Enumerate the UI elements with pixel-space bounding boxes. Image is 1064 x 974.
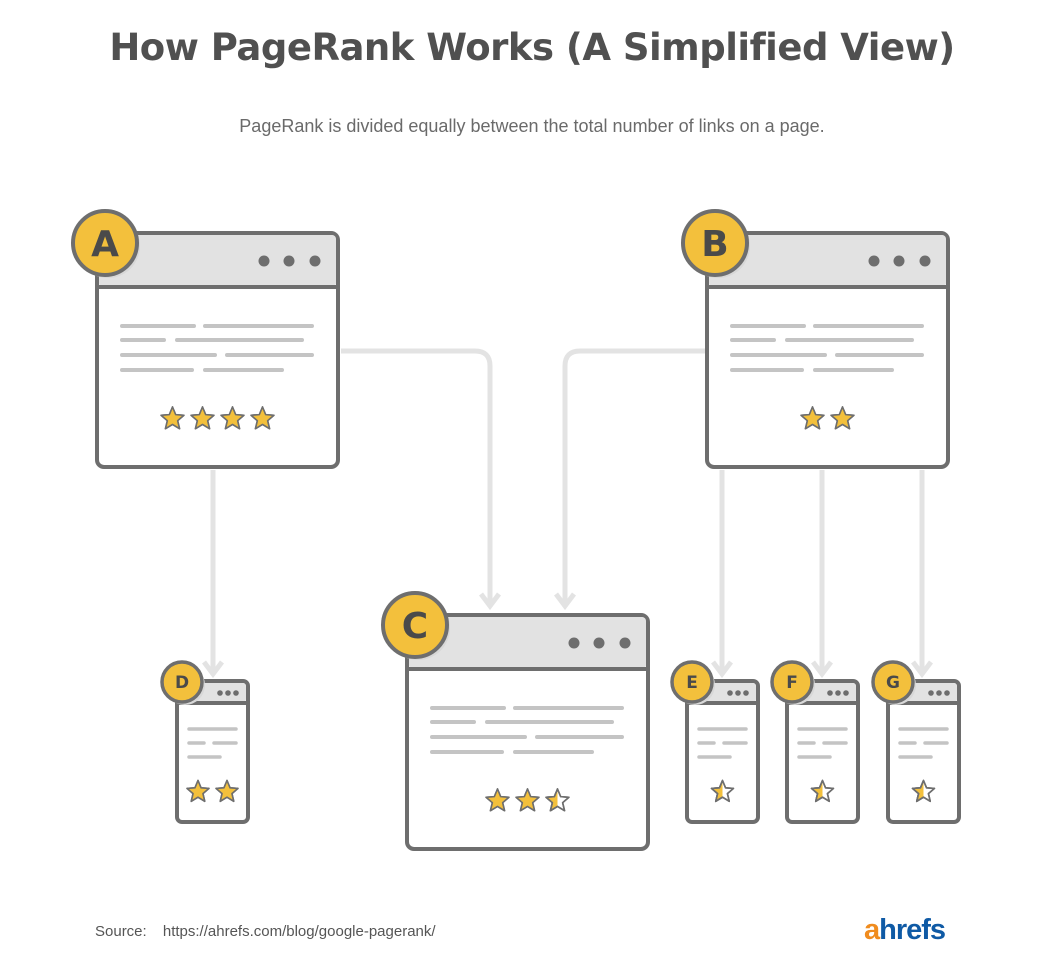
window-frame (705, 231, 950, 469)
page-badge (871, 660, 915, 704)
half-star-icon (710, 779, 735, 803)
window-dot-icon (893, 255, 905, 267)
arrowhead-icon (554, 592, 576, 611)
source-url[interactable]: https://ahrefs.com/blog/google-pagerank/ (162, 923, 436, 940)
star-fill (485, 788, 510, 812)
source-label: Source: (95, 923, 147, 940)
window-frame (405, 613, 650, 851)
window-dot-icon (727, 690, 733, 696)
window-dot-icon (619, 637, 631, 649)
page-badge (160, 660, 204, 704)
page-window-b: B (681, 209, 950, 469)
window-dot-icon (928, 690, 934, 696)
link-arrows (202, 348, 933, 679)
star-fill (160, 406, 185, 430)
page-window-g: G (871, 660, 961, 824)
star-fill (250, 406, 275, 430)
window-dot-icon (843, 690, 849, 696)
page-label: G (886, 673, 900, 693)
star-outline (545, 788, 570, 812)
half-star-icon (911, 779, 936, 803)
logo-a: a (864, 914, 880, 946)
arrow-a-to-c (341, 348, 493, 604)
window-dot-icon (835, 690, 841, 696)
arrowhead-icon (911, 660, 933, 679)
window-dot-icon (593, 637, 605, 649)
window-dot-icon (309, 255, 321, 267)
subtitle: PageRank is divided equally between the … (239, 116, 825, 136)
page-window-e: E (670, 660, 760, 824)
page-window-f: F (770, 660, 860, 824)
star-fill (186, 779, 210, 803)
page-window-a: A (71, 209, 340, 469)
page-label: E (686, 673, 698, 693)
window-dot-icon (919, 255, 931, 267)
window-dot-icon (568, 637, 580, 649)
star-fill (215, 779, 239, 803)
window-frame (685, 679, 760, 824)
page-badge (770, 660, 814, 704)
window-dot-icon (283, 255, 295, 267)
arrowhead-icon (202, 660, 224, 679)
star-icon (190, 406, 215, 430)
window-dot-icon (944, 690, 950, 696)
star-icon (800, 406, 825, 430)
star-icon (485, 788, 510, 812)
ahrefs-logo: ahrefs (864, 914, 946, 947)
page-badge (381, 591, 449, 659)
window-dot-icon (868, 255, 880, 267)
window-dot-icon (743, 690, 749, 696)
window-dot-icon (225, 690, 231, 696)
page-title: How PageRank Works (A Simplified View) (109, 26, 955, 69)
star-icon (215, 779, 239, 803)
window-dot-icon (827, 690, 833, 696)
window-dot-icon (258, 255, 270, 267)
page-windows: A B C D E F G (71, 209, 961, 851)
star-icon (515, 788, 540, 812)
half-star-icon (810, 779, 835, 803)
window-dot-icon (936, 690, 942, 696)
window-titlebar (99, 235, 336, 287)
window-dot-icon (735, 690, 741, 696)
page-label: C (402, 606, 428, 647)
logo-rest: hrefs (879, 914, 946, 946)
window-dot-icon (233, 690, 239, 696)
arrow-b-to-c (562, 348, 705, 604)
star-icon (250, 406, 275, 430)
page-badge (670, 660, 714, 704)
star-icon (160, 406, 185, 430)
source-credit: Source: https://ahrefs.com/blog/google-p… (95, 923, 436, 940)
star-fill (800, 406, 825, 430)
half-star-icon (545, 788, 570, 812)
window-frame (886, 679, 961, 824)
window-titlebar (409, 617, 646, 669)
star-fill (190, 406, 215, 430)
arrowhead-icon (811, 660, 833, 679)
window-frame (785, 679, 860, 824)
star-outline (911, 779, 936, 803)
star-icon (220, 406, 245, 430)
star-outline (710, 779, 735, 803)
page-badge (71, 209, 139, 277)
star-outline (810, 779, 835, 803)
star-fill (830, 406, 855, 430)
page-label: D (175, 673, 189, 693)
page-badge (681, 209, 749, 277)
page-window-c: C (381, 591, 650, 851)
page-label: F (786, 673, 798, 693)
window-titlebar (709, 235, 946, 287)
arrowhead-icon (711, 660, 733, 679)
window-dot-icon (217, 690, 223, 696)
star-fill (220, 406, 245, 430)
star-fill (515, 788, 540, 812)
page-label: B (701, 224, 728, 265)
star-icon (186, 779, 210, 803)
window-frame (95, 231, 340, 469)
page-label: A (91, 224, 119, 265)
page-window-d: D (160, 660, 250, 824)
star-icon (830, 406, 855, 430)
arrowhead-icon (479, 592, 501, 611)
